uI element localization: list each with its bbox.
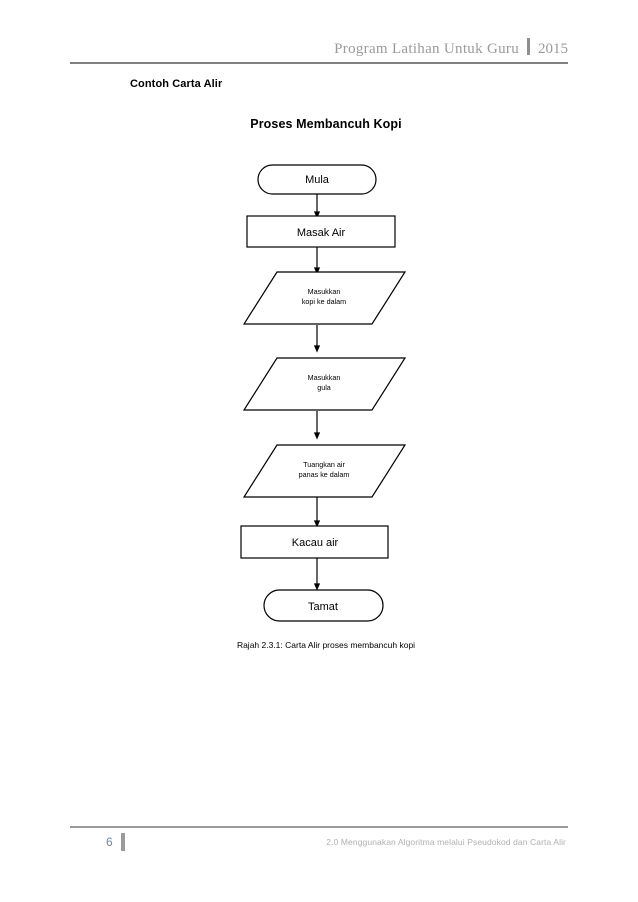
flow-node-start: Mula [257, 164, 377, 195]
parallelogram-shape-water [242, 444, 407, 498]
header-content: Program Latihan Untuk Guru 2015 [70, 36, 568, 60]
section-heading: Contoh Carta Alir [130, 78, 223, 90]
flow-node-boil-label: Masak Air [297, 227, 346, 239]
flow-node-sugar-label-line1: Masukkan [308, 373, 341, 382]
footer-note: 2.0 Menggunakan Algoritma melalui Pseudo… [326, 837, 566, 847]
flow-node-water-label-line2: panas ke dalam [299, 470, 350, 479]
flow-node-water: Tuangkan air panas ke dalam [242, 444, 407, 498]
parallelogram-shape-sugar [242, 357, 407, 411]
header-separator-bar [527, 38, 530, 55]
flow-node-water-label-line1: Tuangkan air [303, 460, 345, 469]
parallelogram-shape-coffee [242, 271, 407, 325]
flow-node-sugar: Masukkan gula [242, 357, 407, 411]
footer-separator-bar [120, 833, 125, 851]
flow-node-sugar-label-line2: gula [317, 383, 331, 392]
footer-divider [70, 826, 568, 828]
header-year: 2015 [538, 41, 568, 57]
flow-node-end-label: Tamat [308, 601, 338, 613]
terminator-shape-end [263, 589, 384, 622]
flow-node-coffee-label-line1: Masukkan [308, 287, 341, 296]
flow-node-stir-label: Kacau air [292, 537, 339, 549]
header-title: Program Latihan Untuk Guru [334, 41, 519, 57]
process-shape-stir [240, 525, 389, 559]
flow-node-coffee: Masukkan kopi ke dalam [242, 271, 407, 325]
flowchart-title: Proses Membancuh Kopi [250, 117, 402, 131]
terminator-shape-start [257, 164, 377, 195]
flow-node-stir: Kacau air [240, 525, 389, 559]
flow-node-start-label: Mula [305, 174, 330, 186]
footer-content: 6 2.0 Menggunakan Algoritma melalui Pseu… [70, 831, 568, 853]
flow-node-coffee-label-line2: kopi ke dalam [302, 297, 346, 306]
figure-caption: Rajah 2.3.1: Carta Alir proses membancuh… [236, 640, 416, 650]
page-header: Program Latihan Untuk Guru 2015 [70, 36, 568, 66]
flow-node-end: Tamat [263, 589, 384, 622]
flow-node-boil: Masak Air [246, 215, 396, 248]
page-footer: 6 2.0 Menggunakan Algoritma melalui Pseu… [70, 826, 568, 866]
process-shape-boil [246, 215, 396, 248]
page-number: 6 [106, 835, 113, 849]
header-divider [70, 62, 568, 64]
